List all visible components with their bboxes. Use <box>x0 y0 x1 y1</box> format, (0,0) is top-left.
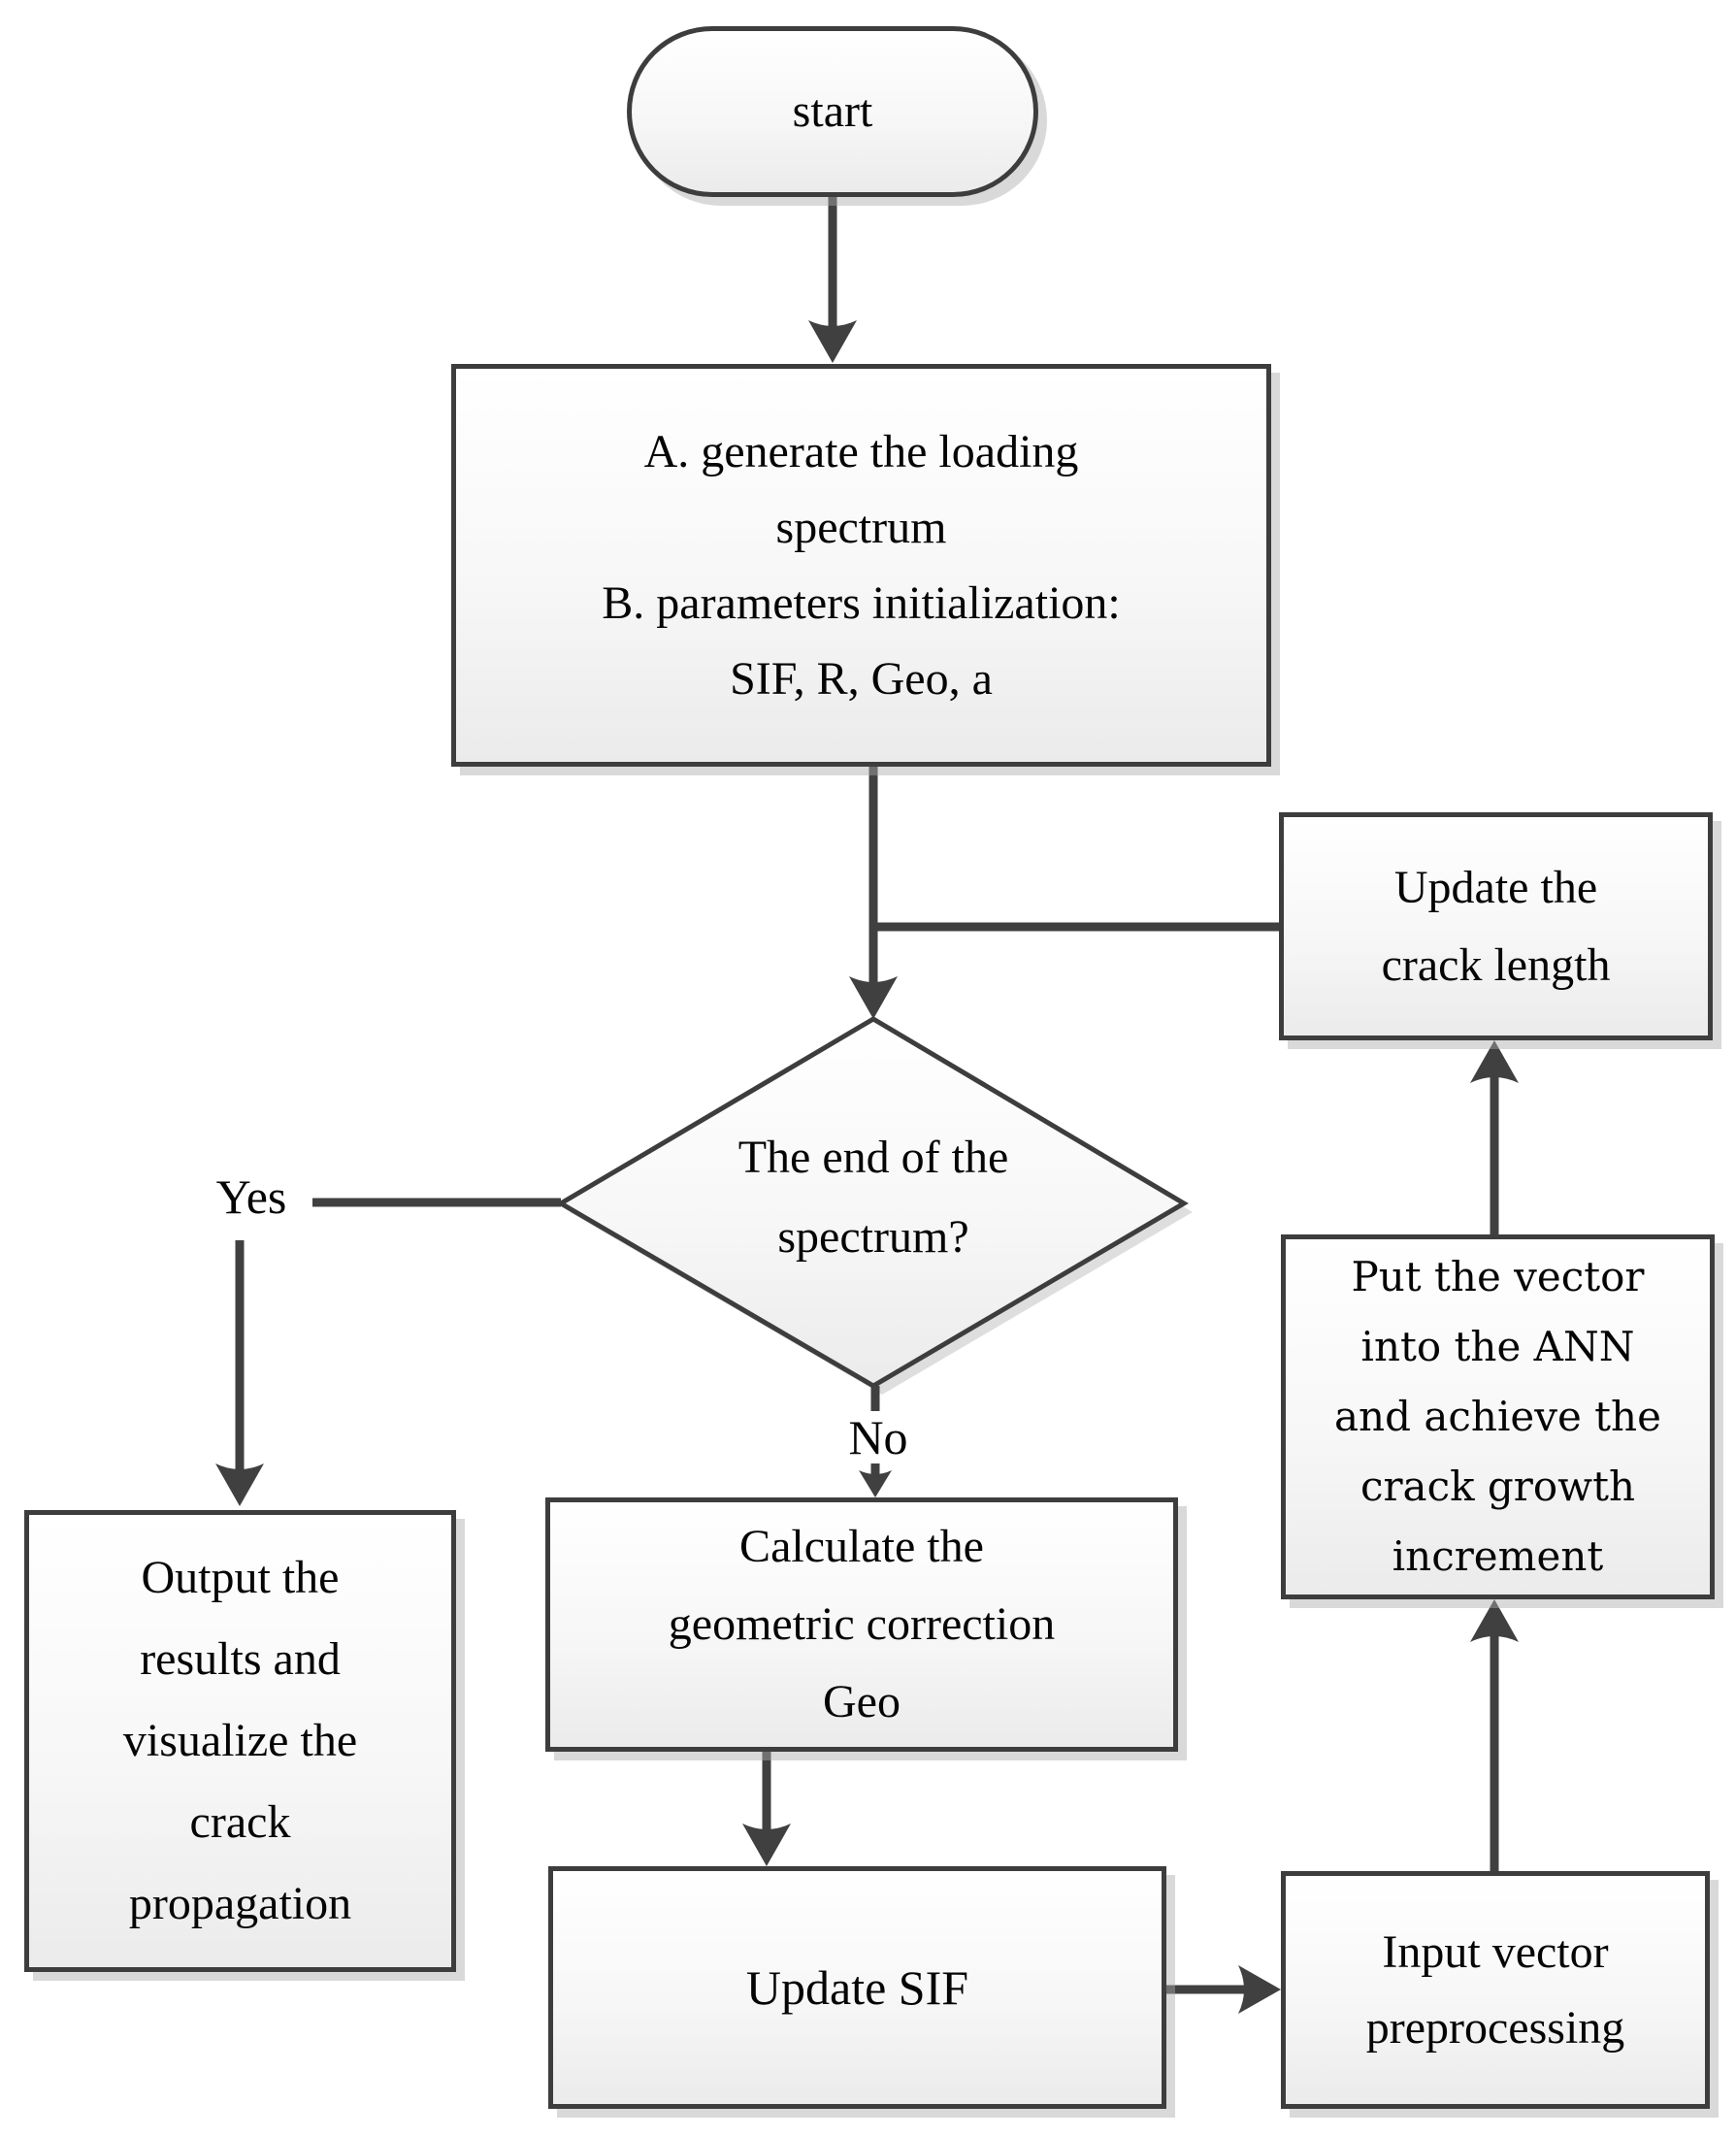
output-results-line: Output the <box>141 1552 340 1603</box>
process-init-node: A. generate the loading spectrum B. para… <box>451 364 1271 767</box>
output-results-line: propagation <box>128 1878 352 1929</box>
input-vector-line: Input vector <box>1382 1925 1609 1978</box>
start-label: start <box>792 85 873 137</box>
calculate-geo-line: Calculate the <box>739 1521 984 1572</box>
edge-label-yes: Yes <box>190 1170 312 1223</box>
ann-increment-line: Put the vector <box>1351 1253 1645 1300</box>
output-results-line: results and <box>140 1633 341 1685</box>
connector-init-to-decision <box>849 767 898 1019</box>
init-line: A. generate the loading <box>643 425 1079 477</box>
decision-line: The end of the <box>737 1132 1009 1183</box>
update-sif-label: Update SIF <box>745 1960 969 2015</box>
connector-calculate-to-updatesif <box>742 1752 791 1866</box>
output-results-line: crack <box>189 1796 291 1848</box>
start-node: start <box>627 26 1038 197</box>
process-calculate-geo-node: Calculate the geometric correction Geo <box>545 1497 1178 1752</box>
connector-inputvector-to-ann <box>1470 1599 1519 1873</box>
decision-end-of-spectrum-node: The end of the spectrum? <box>621 1118 1126 1277</box>
edge-label-no: No <box>828 1411 929 1463</box>
ann-increment-line: increment <box>1392 1532 1604 1580</box>
init-line: SIF, R, Geo, a <box>730 652 993 705</box>
process-output-results-node: Output the results and visualize the cra… <box>24 1510 456 1972</box>
calculate-geo-line: geometric correction <box>668 1598 1056 1650</box>
input-vector-line: preprocessing <box>1365 2001 1625 2054</box>
process-ann-increment-node: Put the vector into the ANN and achieve … <box>1281 1234 1715 1599</box>
decision-line: spectrum? <box>777 1211 969 1263</box>
init-line: B. parameters initialization: <box>602 576 1121 629</box>
ann-increment-line: into the ANN <box>1360 1323 1635 1370</box>
update-crack-length-line: Update the <box>1393 861 1598 913</box>
ann-increment-line: crack growth <box>1359 1463 1636 1510</box>
update-crack-length-line: crack length <box>1381 938 1611 991</box>
process-input-vector-node: Input vector preprocessing <box>1281 1871 1710 2109</box>
init-line: spectrum <box>775 501 947 553</box>
connector-updatesif-to-inputvector <box>1164 1965 1281 2014</box>
output-results-line: visualize the <box>122 1715 358 1766</box>
ann-increment-line: and achieve the <box>1334 1393 1661 1440</box>
connector-ann-to-updatecracklength <box>1470 1040 1519 1236</box>
process-update-crack-length-node: Update the crack length <box>1279 812 1713 1040</box>
connector-decision-yes <box>215 1198 561 1506</box>
calculate-geo-line: Geo <box>823 1676 901 1727</box>
process-update-sif-node: Update SIF <box>548 1866 1166 2109</box>
connector-start-to-init <box>808 197 857 363</box>
